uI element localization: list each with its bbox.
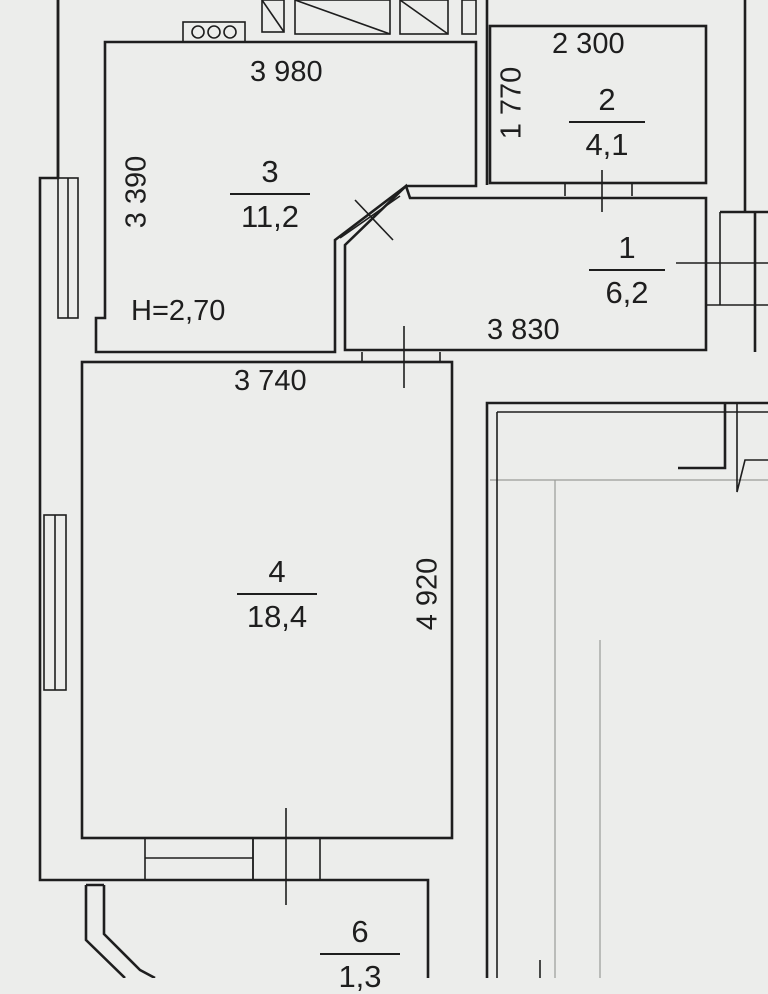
room-2-walls [488, 24, 708, 185]
room-label-6: 6 1,3 [320, 916, 400, 992]
dim-room4-height: 4 920 [411, 557, 444, 631]
dim-room2-width: 2 300 [552, 28, 625, 60]
room-4-door [361, 326, 441, 388]
room-6-walls [84, 883, 156, 978]
room-label-3: 3 11,2 [230, 156, 310, 232]
room-label-4: 4 18,4 [237, 556, 317, 632]
dim-room1-width: 3 830 [487, 314, 560, 346]
dim-room2-height: 1 770 [495, 66, 528, 140]
entrance-door [676, 212, 768, 306]
room-3-walls [94, 40, 478, 354]
balcony-door [144, 808, 321, 905]
kitchen-appliances [182, 0, 477, 43]
room-2-door [564, 170, 633, 212]
room-3-door [339, 195, 401, 241]
dim-room3-height: 3 390 [120, 155, 153, 229]
room-1-walls [343, 183, 708, 352]
ceiling-height: H=2,70 [131, 295, 226, 327]
adjacent-space [485, 401, 768, 978]
room-label-1: 1 6,2 [589, 232, 665, 308]
dim-room4-width: 3 740 [234, 365, 307, 397]
left-windows [43, 177, 79, 691]
outer-walls [38, 0, 768, 978]
dim-room3-width: 3 980 [250, 56, 323, 88]
scan-background-lines [490, 479, 768, 978]
room-label-2: 2 4,1 [569, 84, 645, 160]
